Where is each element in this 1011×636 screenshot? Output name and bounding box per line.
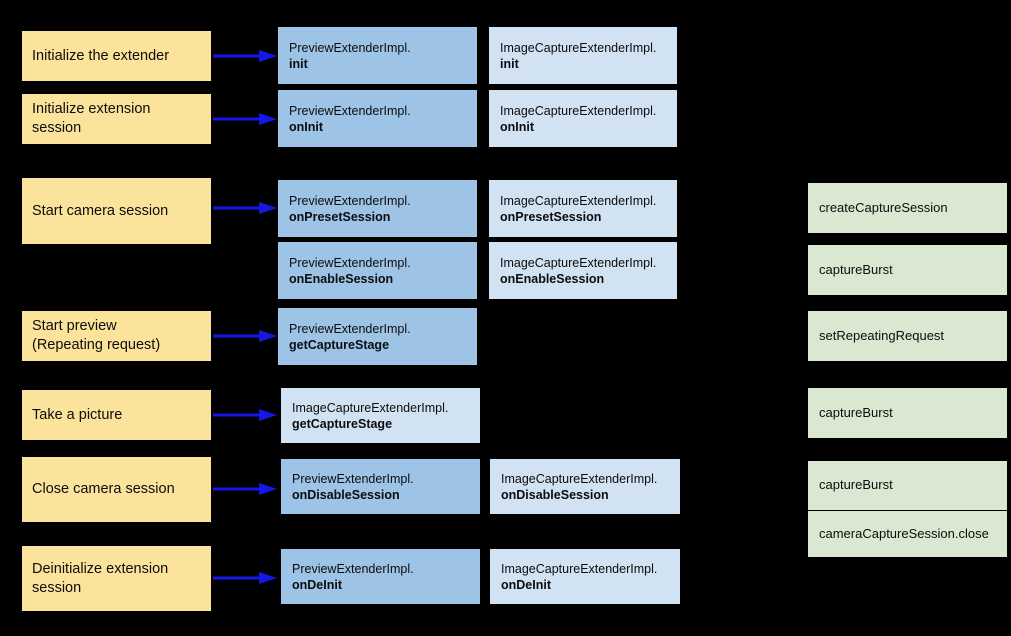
stage-label: Deinitialize extension session	[32, 560, 169, 596]
camera2-label: captureBurst	[819, 477, 893, 493]
capture-method-name: onDisableSession	[501, 487, 609, 502]
capture-method-name: getCaptureStage	[292, 416, 393, 431]
camera2-call-createcapturesession: createCaptureSession	[808, 183, 1007, 233]
capture-method-name: onEnableSession	[500, 271, 605, 286]
preview-call-init: PreviewExtenderImpl. init	[278, 27, 477, 84]
capture-class-name: ImageCaptureExtenderImpl.	[500, 255, 657, 270]
preview-method-name: onPresetSession	[289, 209, 391, 224]
arrow-to-preview-ondisablesession	[213, 483, 277, 495]
stage-label: Start camera session	[32, 202, 169, 219]
capture-method-name: onPresetSession	[500, 209, 602, 224]
stage-box-initialize-extender: Initialize the extender	[22, 31, 211, 81]
arrow-to-preview-oninit	[213, 113, 277, 125]
arrow-to-preview-onpresetsession	[213, 202, 277, 214]
camera2-label: captureBurst	[819, 261, 893, 277]
camera2-call-cameracapturesession-close: cameraCaptureSession.close	[808, 511, 1007, 557]
preview-call-oninit: PreviewExtenderImpl. onInit	[278, 90, 477, 147]
capture-class-name: ImageCaptureExtenderImpl.	[501, 471, 658, 486]
preview-method-name: onInit	[289, 119, 324, 134]
preview-method-name: getCaptureStage	[289, 337, 390, 352]
capture-call-ondisablesession: ImageCaptureExtenderImpl. onDisableSessi…	[490, 459, 680, 514]
stage-label: Start preview (Repeating request)	[32, 318, 161, 353]
preview-call-onpresetsession: PreviewExtenderImpl. onPresetSession	[278, 180, 477, 237]
capture-method-name: onInit	[500, 119, 535, 134]
stage-label: Initialize extension session	[32, 101, 151, 136]
arrow-to-preview-init	[213, 50, 277, 62]
camera2-label: cameraCaptureSession.close	[819, 525, 989, 541]
arrow-to-capture-getcapturestage	[213, 409, 277, 421]
camera2-label: createCaptureSession	[819, 199, 948, 215]
preview-class-name: PreviewExtenderImpl.	[292, 561, 414, 576]
capture-class-name: ImageCaptureExtenderImpl.	[501, 561, 658, 576]
preview-class-name: PreviewExtenderImpl.	[289, 321, 411, 336]
camera2-call-captureburst-1: captureBurst	[808, 245, 1007, 295]
camera2-call-captureburst-3: captureBurst	[808, 461, 1007, 510]
preview-class-name: PreviewExtenderImpl.	[289, 193, 411, 208]
capture-method-name: onDeInit	[501, 577, 551, 592]
preview-method-name: onDisableSession	[292, 487, 400, 502]
preview-method-name: onEnableSession	[289, 271, 394, 286]
stage-box-start-camera-session: Start camera session	[22, 178, 211, 244]
capture-class-name: ImageCaptureExtenderImpl.	[500, 193, 657, 208]
preview-call-getcapturestage: PreviewExtenderImpl. getCaptureStage	[278, 308, 477, 365]
preview-class-name: PreviewExtenderImpl.	[292, 471, 414, 486]
stage-box-initialize-extension-session: Initialize extension session	[22, 94, 211, 144]
camera2-call-captureburst-2: captureBurst	[808, 388, 1007, 438]
arrow-to-preview-getcapturestage	[213, 330, 277, 342]
capture-method-name: init	[500, 56, 519, 71]
preview-class-name: PreviewExtenderImpl.	[289, 40, 411, 55]
preview-call-ondeinit: PreviewExtenderImpl. onDeInit	[281, 549, 480, 604]
stage-label: Initialize the extender	[32, 47, 170, 64]
capture-call-oninit: ImageCaptureExtenderImpl. onInit	[489, 90, 677, 147]
camera2-label: setRepeatingRequest	[819, 327, 945, 343]
preview-call-onenablesession: PreviewExtenderImpl. onEnableSession	[278, 242, 477, 299]
stage-box-take-a-picture: Take a picture	[22, 390, 211, 440]
capture-class-name: ImageCaptureExtenderImpl.	[500, 103, 657, 118]
preview-call-ondisablesession: PreviewExtenderImpl. onDisableSession	[281, 459, 480, 514]
capture-class-name: ImageCaptureExtenderImpl.	[500, 40, 657, 55]
camera2-label: captureBurst	[819, 404, 893, 420]
capture-call-onpresetsession: ImageCaptureExtenderImpl. onPresetSessio…	[489, 180, 677, 237]
stage-box-start-preview: Start preview (Repeating request)	[22, 311, 211, 361]
preview-method-name: init	[289, 56, 308, 71]
camera2-call-setrepeatingrequest: setRepeatingRequest	[808, 311, 1007, 361]
capture-class-name: ImageCaptureExtenderImpl.	[292, 400, 449, 415]
stage-label: Take a picture	[32, 406, 123, 423]
stage-label: Close camera session	[32, 481, 175, 498]
preview-class-name: PreviewExtenderImpl.	[289, 103, 411, 118]
preview-class-name: PreviewExtenderImpl.	[289, 255, 411, 270]
capture-call-init: ImageCaptureExtenderImpl. init	[489, 27, 677, 84]
preview-method-name: onDeInit	[292, 577, 342, 592]
capture-call-getcapturestage: ImageCaptureExtenderImpl. getCaptureStag…	[281, 388, 480, 443]
arrow-to-preview-ondeinit	[213, 572, 277, 584]
capture-call-ondeinit: ImageCaptureExtenderImpl. onDeInit	[490, 549, 680, 604]
stage-box-deinitialize-extension-session: Deinitialize extension session	[22, 546, 211, 611]
stage-box-close-camera-session: Close camera session	[22, 457, 211, 522]
capture-call-onenablesession: ImageCaptureExtenderImpl. onEnableSessio…	[489, 242, 677, 299]
